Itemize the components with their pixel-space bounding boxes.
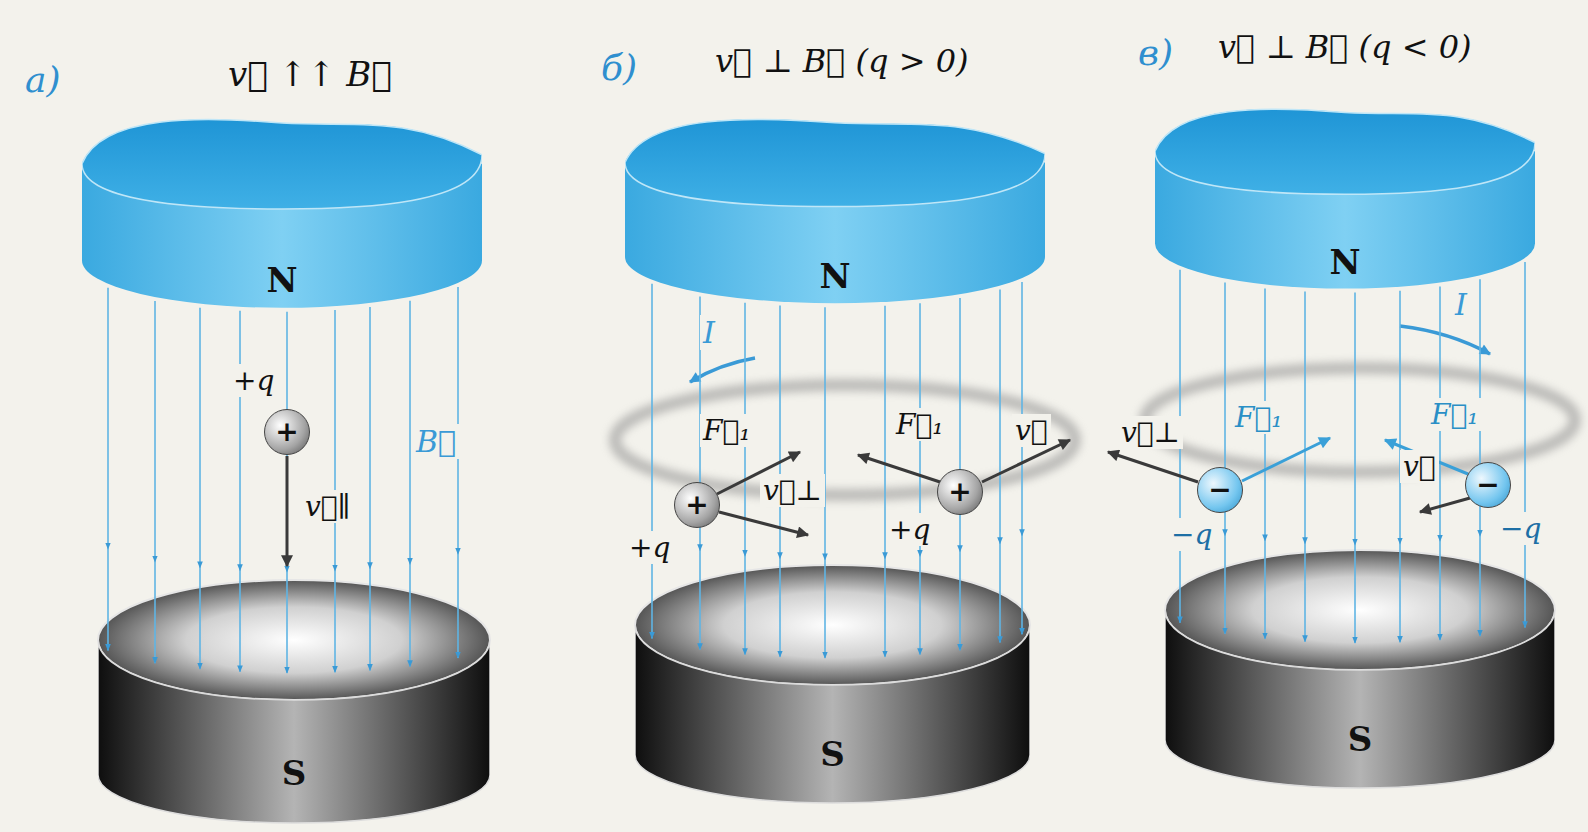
magnet-face (635, 565, 1030, 685)
force-arrow (1242, 438, 1330, 481)
vector-label: −q (1497, 512, 1544, 545)
field-line (1479, 279, 1481, 636)
field-line (651, 284, 653, 639)
magnet-top (82, 120, 482, 209)
force-arrow (858, 455, 940, 482)
velocity-arrow (286, 456, 289, 566)
field-line (369, 307, 371, 670)
vector-label: F⃗₁ (893, 408, 946, 441)
charge-sign: + (948, 477, 971, 508)
vector-label: F⃗₁ (700, 414, 753, 447)
field-line (107, 288, 109, 651)
field-line (1224, 282, 1226, 633)
field-line (409, 301, 411, 667)
panel-heading: а) (22, 59, 64, 100)
south-pole: S (1165, 545, 1555, 790)
vector-label: +q (626, 531, 673, 564)
north-pole: N (1155, 100, 1535, 305)
magnet-side (98, 640, 490, 823)
pole-letter: S (820, 736, 845, 773)
field-line (154, 301, 156, 663)
field-line (1264, 288, 1266, 638)
vector-label: −q (1168, 518, 1215, 551)
velocity-arrow (1108, 452, 1198, 482)
current-ring (1145, 368, 1575, 472)
magnet-face (98, 580, 490, 700)
vector-label: F⃗₁ (1232, 401, 1285, 434)
vector-label: B⃗ (413, 424, 459, 459)
north-pole: N (625, 110, 1045, 320)
magnet-side (1165, 610, 1555, 788)
charged-particle: + (264, 409, 310, 455)
charged-particle: − (1197, 467, 1243, 513)
field-line (884, 306, 886, 657)
field-line (286, 312, 288, 673)
field-line (1304, 292, 1306, 642)
pole-letter: N (266, 262, 297, 299)
field-line (1354, 293, 1356, 643)
charged-particle: + (674, 482, 720, 528)
charged-particle: − (1465, 462, 1511, 508)
field-line (919, 303, 921, 654)
velocity-arrow (1420, 498, 1470, 512)
panel-heading: v⃗ ⊥ B⃗ (q > 0) (712, 42, 972, 80)
magnet-top (1155, 109, 1535, 194)
vector-label: +q (886, 513, 933, 546)
magnet-face (1165, 550, 1555, 670)
magnet-top (625, 119, 1045, 206)
panel-heading: в) (1135, 32, 1176, 73)
current-ring (615, 385, 1075, 495)
vector-label: F⃗₁ (1428, 398, 1481, 431)
vector-label: v⃗∥ (302, 490, 354, 523)
field-line (1524, 262, 1526, 628)
charge-sign: + (685, 490, 708, 521)
charge-sign: + (275, 417, 298, 448)
charge-sign: − (1208, 475, 1231, 506)
panel-heading: v⃗ ↑↑ B⃗ (225, 54, 395, 94)
south-pole: S (635, 560, 1030, 805)
magnet-side (635, 625, 1030, 803)
vector-label: v⃗ (1012, 414, 1051, 447)
pole-letter: N (1329, 244, 1360, 281)
south-pole: S (98, 575, 490, 825)
charged-particle: + (937, 469, 983, 515)
charge-sign: − (1476, 470, 1499, 501)
field-line (1021, 282, 1023, 634)
panel-heading: б) (598, 47, 640, 88)
panel-heading: v⃗ ⊥ B⃗ (q < 0) (1215, 28, 1475, 66)
vector-label: I (700, 315, 718, 350)
field-line (199, 308, 201, 669)
north-pole: N (82, 110, 482, 325)
pole-letter: N (819, 258, 850, 295)
pole-letter: S (1348, 721, 1373, 758)
vector-label: +q (230, 364, 277, 397)
vector-label: v⃗⊥ (1118, 416, 1183, 449)
velocity-arrow (719, 512, 808, 535)
field-line (999, 290, 1001, 643)
vector-label: I (1452, 287, 1470, 322)
vector-label: v⃗ (1400, 450, 1439, 483)
pole-letter: S (282, 755, 307, 792)
field-line (457, 287, 459, 658)
current-arrow (1400, 326, 1490, 354)
vector-label: v⃗⊥ (760, 474, 825, 507)
